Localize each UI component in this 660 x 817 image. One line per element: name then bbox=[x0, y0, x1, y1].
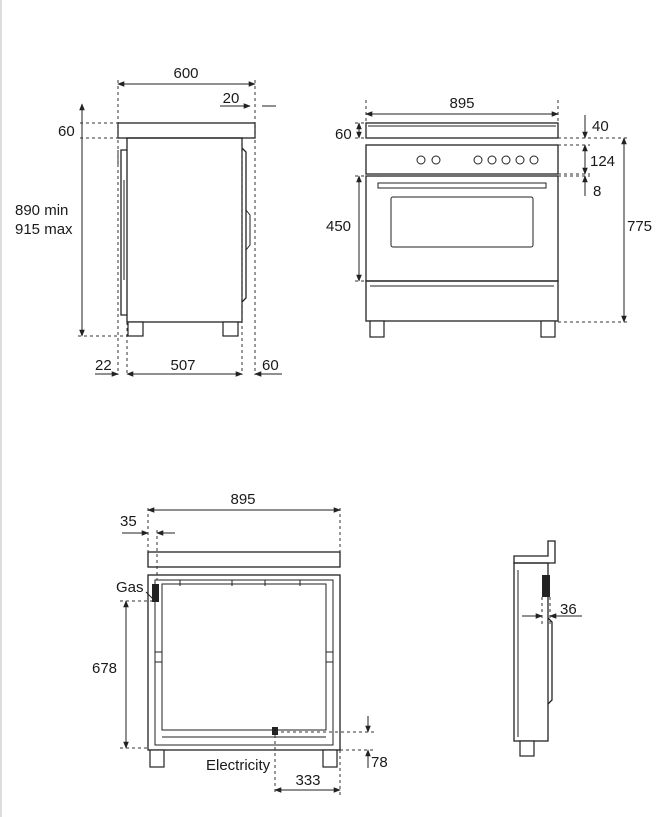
front-oven-window bbox=[390, 196, 534, 248]
front-drawer bbox=[365, 280, 559, 322]
side-width-label: 600 bbox=[173, 65, 198, 82]
knob-icon bbox=[416, 155, 426, 165]
rear-cooktop bbox=[147, 551, 341, 568]
front-control-label: 124 bbox=[590, 153, 615, 170]
front-control-panel bbox=[365, 144, 559, 175]
knob-icon bbox=[487, 155, 497, 165]
side-top-label: 60 bbox=[58, 123, 75, 140]
front-oven-door bbox=[365, 175, 559, 282]
front-view: 895 60 40 124 8 450 775 bbox=[326, 95, 652, 338]
front-foot-left bbox=[369, 320, 385, 338]
side-body bbox=[126, 137, 243, 323]
rear-gas-height-label: 678 bbox=[92, 660, 117, 677]
side-cooktop bbox=[117, 122, 256, 139]
front-width-label: 895 bbox=[449, 95, 474, 112]
rear-offset-label: 35 bbox=[120, 513, 137, 530]
rear-electricity-offset-label: 333 bbox=[295, 772, 320, 789]
front-top-label: 60 bbox=[335, 126, 352, 143]
side-back bbox=[241, 147, 247, 303]
detail-gas-connector bbox=[542, 575, 550, 597]
front-handle bbox=[377, 182, 547, 189]
rear-electricity-height-label: 78 bbox=[371, 754, 388, 771]
rear-electricity-label: Electricity bbox=[206, 757, 271, 774]
knob-icon bbox=[473, 155, 483, 165]
side-foot-front bbox=[127, 321, 144, 337]
knob-icon bbox=[501, 155, 511, 165]
front-total-label: 775 bbox=[627, 218, 652, 235]
rear-foot-right bbox=[322, 749, 338, 768]
side-right-offset-label: 60 bbox=[262, 357, 279, 374]
rear-width-label: 895 bbox=[230, 491, 255, 508]
side-view: 600 20 60 890 min 915 max 22 507 60 bbox=[15, 65, 282, 377]
detail-depth-label: 36 bbox=[560, 601, 577, 618]
side-height-min-label: 890 min bbox=[15, 202, 68, 219]
front-oven-label: 450 bbox=[326, 218, 351, 235]
front-panel-label: 40 bbox=[592, 118, 609, 135]
gas-connector bbox=[152, 584, 159, 602]
rear-view: 895 35 Gas 678 Electricity 333 78 bbox=[92, 491, 388, 795]
side-door bbox=[120, 149, 127, 316]
knob-icon bbox=[515, 155, 525, 165]
front-cooktop bbox=[365, 122, 559, 139]
detail-view: 36 bbox=[513, 540, 582, 757]
side-height-max-label: 915 max bbox=[15, 221, 73, 238]
side-left-offset-label: 22 bbox=[95, 357, 112, 374]
electricity-connector bbox=[272, 727, 278, 735]
side-overhang-label: 20 bbox=[223, 90, 240, 107]
rear-gas-label: Gas bbox=[116, 579, 144, 596]
front-gap-label: 8 bbox=[593, 183, 601, 200]
knob-icon bbox=[529, 155, 539, 165]
rear-foot-left bbox=[149, 749, 165, 768]
knob-icon bbox=[431, 155, 441, 165]
front-foot-right bbox=[540, 320, 556, 338]
rear-frame bbox=[147, 574, 341, 751]
side-depth-label: 507 bbox=[170, 357, 195, 374]
side-foot-back bbox=[222, 321, 239, 337]
